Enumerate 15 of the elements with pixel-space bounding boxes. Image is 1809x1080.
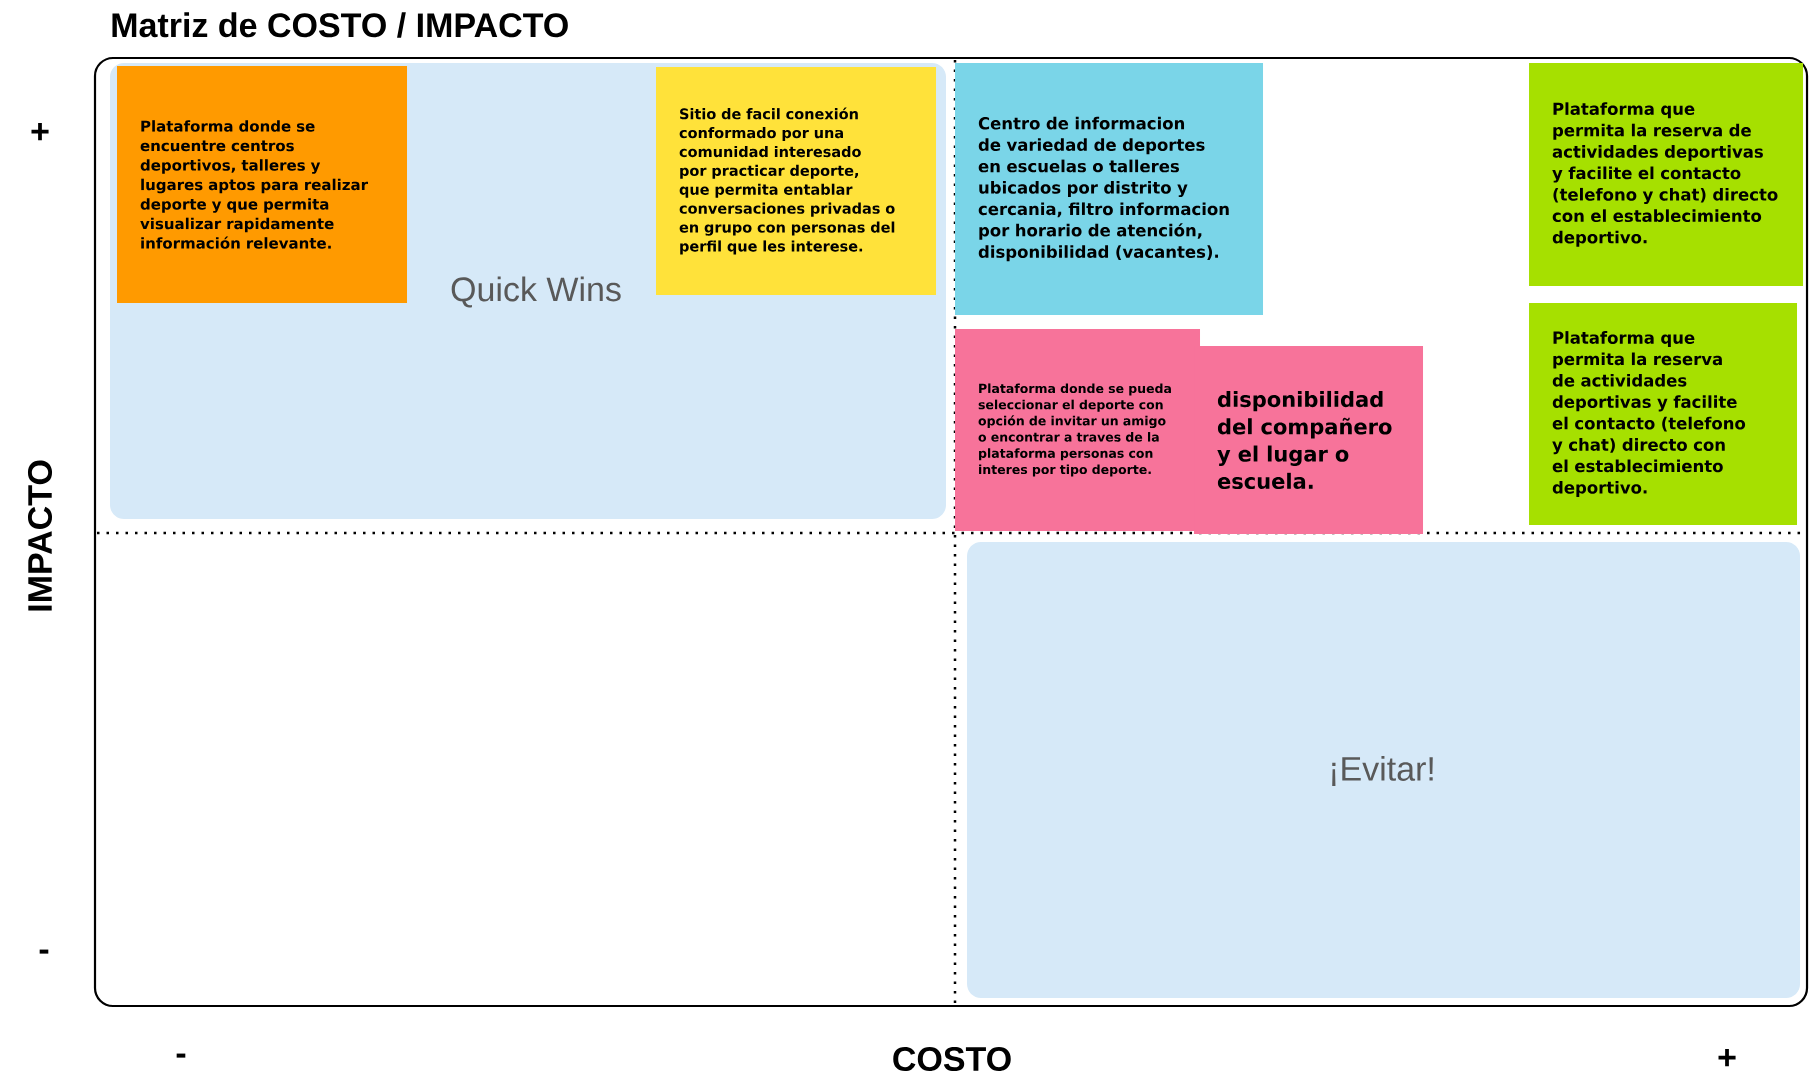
sticky-note: Plataforma donde se encuentre centros deportivos, talleres y lugares aptos para realizar deporte y que permita visualizar rapidamente información relevante. <box>117 66 407 303</box>
sticky-note: Plataforma donde se pueda seleccionar el deporte con opción de invitar un amigo o encontrar a traves de la plataforma personas con interes por tipo deporte. <box>955 329 1200 531</box>
axis-label: - <box>176 1053 186 1058</box>
axis-label: - <box>39 949 49 954</box>
axis-label: COSTO <box>893 1046 1011 1072</box>
sticky-note: Plataforma que permita la reserva de actividades deportivas y facilite el contacto (telefono y chat) directo con el establecimiento deportivo. <box>1529 63 1803 286</box>
title: Matriz de COSTO / IMPACTO <box>112 12 568 38</box>
quadrant-region: ¡Evitar! <box>967 542 1801 998</box>
sticky-note: Sitio de facil conexión conformado por una comunidad interesado por practicar deporte, que permita entablar conversaciones privadas o en grupo con personas del perfil que les interese. <box>656 67 936 295</box>
sticky-note: Centro de informacion de variedad de deportes en escuelas o talleres ubicados por distrito y cercania, filtro informacion por horario de atención, disponibilidad (vacantes). <box>955 63 1263 315</box>
axis-label: IMPACTO <box>27 460 53 611</box>
sticky-note: Plataforma que permita la reserva de actividades deportivas y facilite el contacto (telefono y chat) directo con el establecimiento deportivo. <box>1529 303 1797 525</box>
sticky-note: disponibilidad del compañero y el lugar o escuela. <box>1194 346 1423 534</box>
axis-label: + <box>1718 1049 1736 1067</box>
axis-label: + <box>31 123 49 141</box>
